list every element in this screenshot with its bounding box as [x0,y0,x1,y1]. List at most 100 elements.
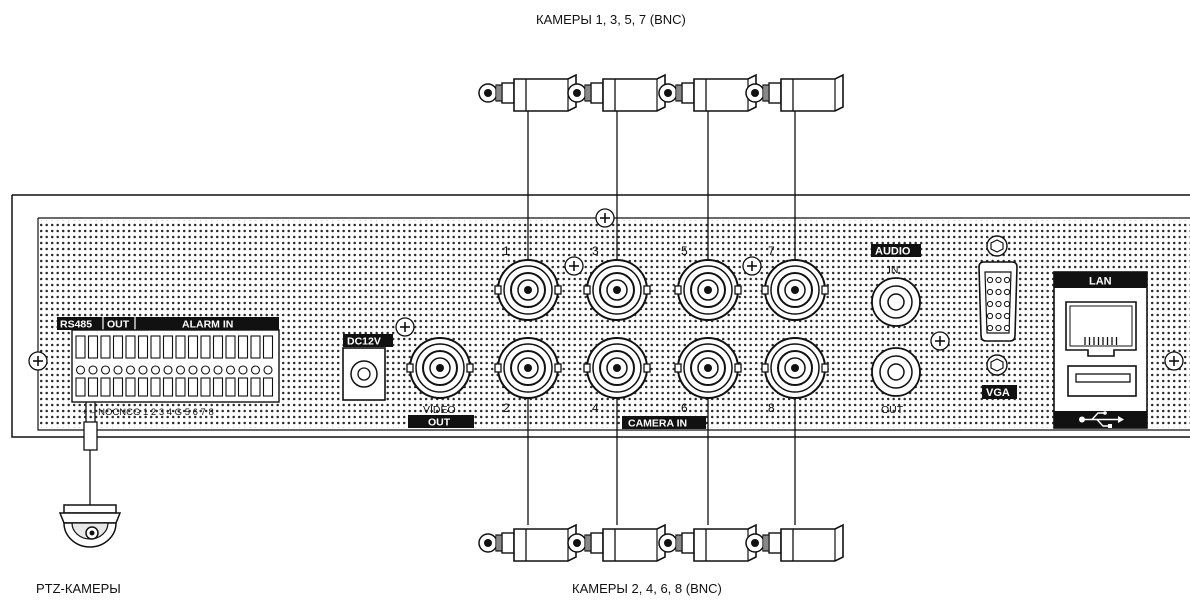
terminal-slot[interactable] [237,335,249,359]
bullet-camera-icon [745,74,844,112]
terminal-screw [175,365,186,375]
terminal-screw [225,365,236,375]
terminal-slot[interactable] [200,335,211,359]
terminal-screw [88,365,98,375]
usb-icon [1079,411,1124,428]
audio-out-rca-jack[interactable] [871,347,921,397]
terminal-screw [200,365,211,375]
screw-icon [742,256,762,276]
terminal-clamp [125,377,136,397]
terminal-screw [138,365,148,375]
screw-icon [395,317,415,337]
terminal-slot[interactable] [75,335,86,359]
terminal-clamp [237,377,249,397]
terminal-clamp [100,377,111,397]
terminal-clamp [250,377,261,397]
bullet-camera-icon [658,524,757,562]
terminal-screw [263,365,273,375]
usb-port[interactable] [1067,365,1137,397]
terminal-screw [163,365,173,375]
audio-in-label: IN [888,264,899,276]
terminal-clamp [87,377,99,397]
bullet-camera-icon [567,524,666,562]
caption-top-cameras: КАМЕРЫ 1, 3, 5, 7 (BNC) [536,12,686,27]
vga-port[interactable] [978,235,1018,376]
terminal-slot[interactable] [175,335,186,359]
bullet-camera-icon [745,524,844,562]
terminal-clamp [150,377,161,397]
camera-number-3: 3 [592,244,599,258]
terminal-slot[interactable] [150,335,161,359]
terminal-clamp [137,377,149,397]
screw-icon [930,331,950,351]
terminal-screw [150,365,161,375]
vga-pin [986,288,994,296]
vga-pin [995,324,1002,332]
rs485-label: RS485 [60,319,92,331]
camera-number-2: 2 [503,401,510,415]
screw-icon [28,351,48,371]
terminal-slot[interactable] [100,335,111,359]
camera-number-4: 4 [592,401,599,415]
vga-pin [1003,276,1011,284]
ptz-dome-camera-icon [58,504,122,548]
vga-pin [986,276,994,284]
terminal-clamp [112,377,124,397]
caption-bottom-cameras: КАМЕРЫ 2, 4, 6, 8 (BNC) [572,581,722,596]
audio-in-rca-jack[interactable] [871,277,921,327]
dc12v-label: DC12V [347,336,381,348]
vga-pin [995,312,1002,320]
terminal-slot[interactable] [87,335,99,359]
vga-pin [1003,324,1011,332]
bullet-camera-icon [478,524,577,562]
vga-label: VGA [986,387,1010,399]
terminal-screw [250,365,261,375]
out-label: OUT [107,319,130,331]
dc12v-power-jack[interactable]: DC12V [342,334,393,401]
bullet-camera-icon [658,74,757,112]
camera-number-6: 6 [681,401,688,415]
vga-pin [1003,312,1011,320]
vga-pin [1003,300,1011,308]
terminal-slot[interactable] [212,335,224,359]
terminal-clamp [262,377,274,397]
terminal-slot[interactable] [187,335,199,359]
bullet-camera-icon [478,74,577,112]
screw-icon [564,256,584,276]
terminal-slot[interactable] [112,335,124,359]
terminal-slot[interactable] [225,335,236,359]
terminal-clamp [75,377,86,397]
terminal-slot[interactable] [125,335,136,359]
terminal-slot[interactable] [162,335,174,359]
terminal-screw [213,365,223,375]
terminal-clamp [187,377,199,397]
terminal-screw [188,365,198,375]
ptz-wiring [83,402,98,505]
screw-icon [1164,351,1184,371]
alarm-in-label: ALARM IN [182,319,233,331]
bullet-camera-icon [567,74,666,112]
terminal-slot[interactable] [250,335,261,359]
vga-pin [986,312,994,320]
vga-pin [995,300,1002,308]
camera-number-8: 8 [768,401,775,415]
terminal-slot[interactable] [137,335,149,359]
terminal-clamp [175,377,186,397]
terminal-screw [113,365,123,375]
vga-pin [995,288,1002,296]
screw-icon [595,208,615,228]
terminal-screw [125,365,136,375]
terminal-pin-labels: + – NOCNCG 1 2 3 4 G 5 6 7 8 [82,407,214,418]
audio-label: AUDIO [875,246,911,258]
terminal-screw [238,365,248,375]
camera-in-label: CAMERA IN [628,418,687,430]
vga-pin [986,324,994,332]
lan-rj45-port[interactable] [1065,301,1137,357]
vga-pin [1003,288,1011,296]
terminal-slot[interactable] [262,335,274,359]
audio-out-label: OUT [881,404,904,416]
camera-number-7: 7 [768,244,775,258]
alarm-terminal-block[interactable]: RS485 OUT ALARM IN + – NOCNCG 1 2 3 4 G … [57,317,280,418]
camera-number-5: 5 [681,244,688,258]
